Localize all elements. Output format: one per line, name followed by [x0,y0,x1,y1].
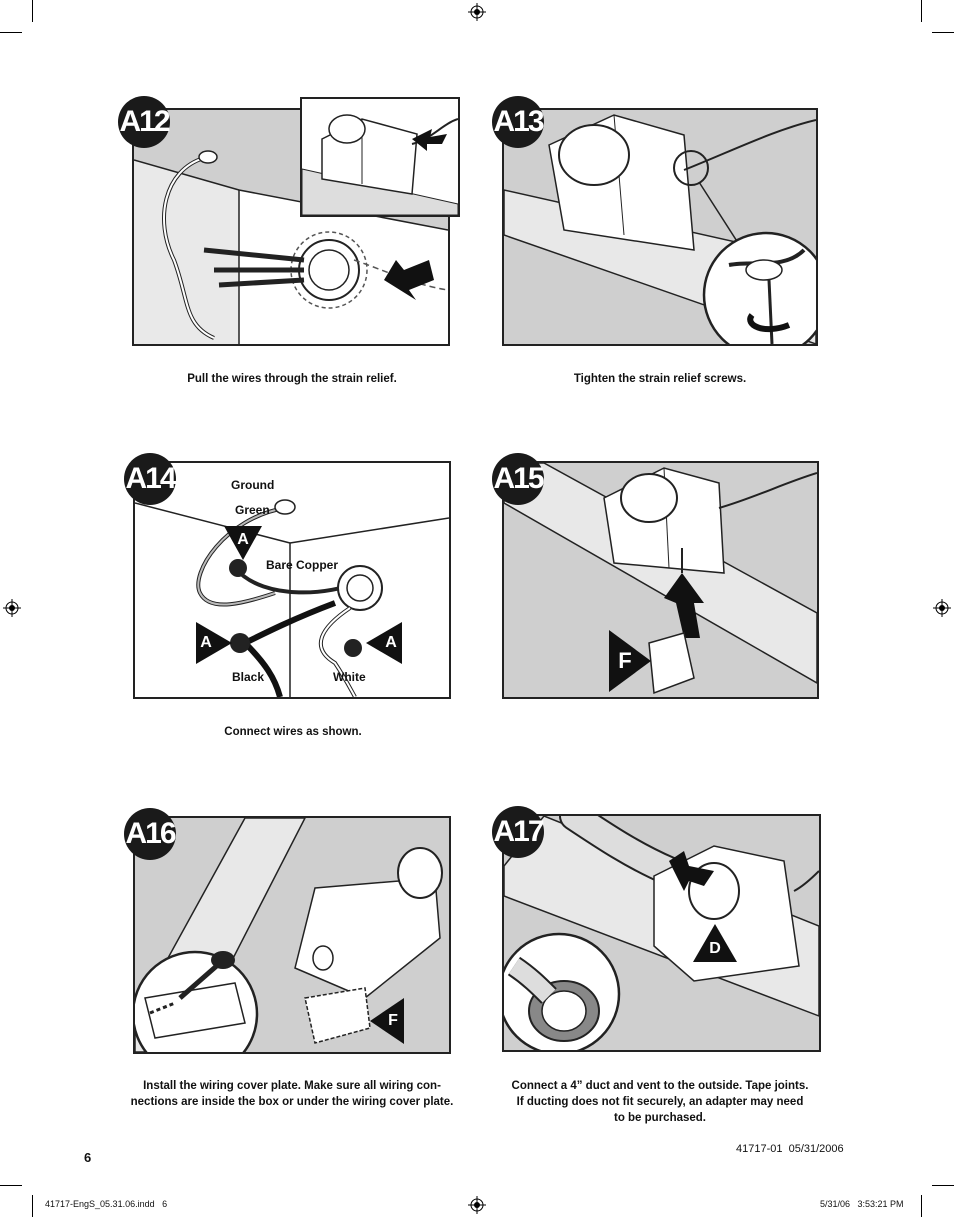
crop-mark [921,0,922,22]
crop-mark [0,1185,22,1186]
crop-mark [32,1195,33,1217]
step-badge-a16: A16 [124,808,177,860]
registration-mark-icon [468,1196,486,1214]
crop-mark [932,1185,954,1186]
marker-d-a17: D [693,924,737,962]
figure-a14 [133,461,451,699]
label-green: Green [235,503,270,517]
marker-a-right: A [366,622,402,664]
document-reference: 41717-01 05/31/2006 [736,1143,844,1155]
step-badge-a12: A12 [118,96,171,148]
marker-f-a15: F [609,630,651,692]
caption-a17: Connect a 4” duct and vent to the outsid… [511,1080,809,1124]
label-ground: Ground [231,478,275,492]
crop-mark [932,32,954,33]
figure-a12 [132,108,450,346]
caption-a16: Install the wiring cover plate. Make sur… [130,1080,454,1108]
figure-a12-inset [300,97,460,217]
crop-mark [921,1195,922,1217]
registration-mark-icon [468,3,486,21]
label-white: White [333,670,366,684]
registration-mark-icon [933,599,951,617]
crop-mark [32,0,33,22]
caption-a14: Connect wires as shown. [224,726,362,738]
figure-a15 [502,461,819,699]
caption-a12: Pull the wires through the strain relief… [187,373,397,385]
slug-file-name: 41717-EngS_05.31.06.indd 6 [45,1199,168,1209]
page-number: 6 [84,1150,92,1165]
figure-a17 [502,814,821,1052]
step-badge-a14: A14 [124,453,177,505]
caption-a13: Tighten the strain relief screws. [573,373,747,385]
label-bare-copper: Bare Copper [266,558,339,572]
figure-a13 [502,108,818,346]
marker-a-top: A [224,526,262,560]
marker-f-a16: F [370,998,404,1044]
registration-mark-icon [3,599,21,617]
step-badge-a13: A13 [492,96,545,148]
crop-mark [0,32,22,33]
marker-a-left: A [196,622,232,664]
slug-timestamp: 5/31/06 3:53:21 PM [820,1199,904,1209]
step-badge-a17: A17 [492,806,545,858]
label-black: Black [232,670,265,684]
step-badge-a15: A15 [492,453,545,505]
